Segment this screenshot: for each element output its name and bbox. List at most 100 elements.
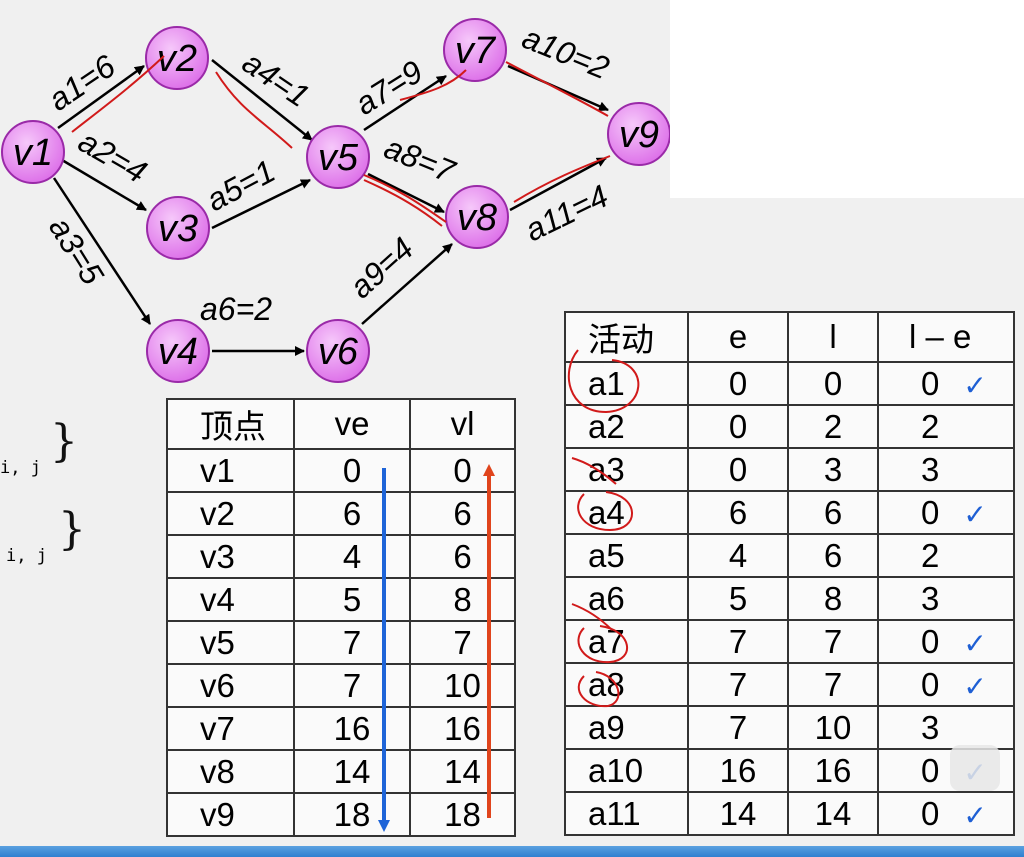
vertex-cell: 4	[293, 534, 411, 579]
node-v6: v6	[306, 319, 370, 383]
activity-cell: 6	[787, 533, 879, 578]
vertex-cell: 7	[409, 620, 516, 665]
activity-slack-cell: 0✓	[877, 791, 1015, 836]
activity-slack-cell: 3	[877, 705, 1015, 750]
bottom-bar	[0, 846, 1024, 857]
node-v1: v1	[1, 120, 65, 184]
activity-cell: 14	[787, 791, 879, 836]
activity-cell: a9	[564, 705, 689, 750]
slack-value: 0	[921, 364, 940, 402]
edge-a4	[211, 59, 313, 141]
activity-cell: 4	[687, 533, 789, 578]
vertex-cell: v8	[166, 749, 295, 794]
check-icon: ✓	[963, 670, 987, 702]
vertex-cell: 18	[293, 792, 411, 837]
activity-cell: 6	[687, 490, 789, 535]
activity-slack-cell: 2	[877, 533, 1015, 578]
node-v3: v3	[146, 196, 210, 260]
vertex-cell: 8	[409, 577, 516, 622]
edge-label-a7: a7=9	[349, 53, 429, 122]
vertex-cell: 6	[409, 534, 516, 579]
slack-value: 3	[921, 579, 940, 617]
vertex-header-cell: 顶点	[166, 398, 295, 450]
activity-slack-cell: 0✓	[877, 662, 1015, 707]
svg-text:v4: v4	[158, 331, 198, 373]
activity-cell: 16	[687, 748, 789, 793]
activity-cell: 0	[687, 361, 789, 406]
graph-edges	[52, 59, 609, 356]
activity-cell: a8	[564, 662, 689, 707]
vertex-cell: 0	[409, 448, 516, 493]
check-icon: ✓	[963, 627, 987, 659]
edge-label-a4: a4=1	[236, 44, 316, 114]
activity-cell: a1	[564, 361, 689, 406]
vertex-cell: v5	[166, 620, 295, 665]
slack-value: 0	[921, 794, 940, 832]
vertex-cell: 7	[293, 663, 411, 708]
activity-cell: a7	[564, 619, 689, 664]
slack-value: 2	[921, 536, 940, 574]
activity-cell: 10	[787, 705, 879, 750]
activity-slack-cell: 0✓	[877, 619, 1015, 664]
graph-nodes: v1 v2 v3 v4 v5 v6 v7 v8 v9	[1, 18, 670, 383]
video-logo-icon	[950, 745, 1000, 791]
slack-value: 3	[921, 708, 940, 746]
vertex-cell: 6	[293, 491, 411, 536]
edge-label-a9: a9=4	[343, 230, 421, 305]
activity-cell: 3	[787, 447, 879, 492]
edge-label-a5: a5=1	[200, 153, 281, 219]
vertex-cell: 6	[409, 491, 516, 536]
edge-a7	[363, 74, 447, 132]
activity-cell: a2	[564, 404, 689, 449]
vertex-cell: v2	[166, 491, 295, 536]
edge-a11	[509, 156, 607, 212]
activity-slack-cell: 0✓	[877, 361, 1015, 406]
slack-value: 2	[921, 407, 940, 445]
vertex-cell: 14	[409, 749, 516, 794]
edge-label-a8: a8=7	[379, 129, 460, 190]
activity-slack-cell: 3	[877, 447, 1015, 492]
activity-header-cell: e	[687, 311, 789, 363]
activity-cell: 0	[787, 361, 879, 406]
activity-cell: 7	[687, 619, 789, 664]
vertex-cell: v6	[166, 663, 295, 708]
activity-cell: 2	[787, 404, 879, 449]
check-icon: ✓	[963, 369, 987, 401]
vertex-cell: 14	[293, 749, 411, 794]
vertex-header-cell: ve	[293, 398, 411, 450]
vertex-cell: 16	[293, 706, 411, 751]
slack-value: 0	[921, 751, 940, 789]
edge-label-a2: a2=4	[73, 123, 153, 190]
node-v4: v4	[146, 319, 210, 383]
activity-cell: a5	[564, 533, 689, 578]
check-icon: ✓	[963, 799, 987, 831]
white-panel	[670, 0, 1024, 198]
activity-cell: a10	[564, 748, 689, 793]
slack-value: 0	[921, 493, 940, 531]
node-v8: v8	[445, 185, 509, 249]
activity-cell: 8	[787, 576, 879, 621]
activity-cell: 0	[687, 447, 789, 492]
edge-label-a6: a6=2	[200, 291, 272, 327]
node-v2: v2	[145, 26, 209, 90]
svg-text:v3: v3	[158, 208, 198, 250]
critical-path-annotations	[71, 55, 611, 227]
edge-label-a11: a11=4	[519, 178, 613, 249]
slack-value: 3	[921, 450, 940, 488]
activity-cell: a6	[564, 576, 689, 621]
edge-a1	[57, 64, 145, 130]
svg-text:v1: v1	[13, 132, 53, 174]
svg-text:v8: v8	[457, 197, 497, 239]
